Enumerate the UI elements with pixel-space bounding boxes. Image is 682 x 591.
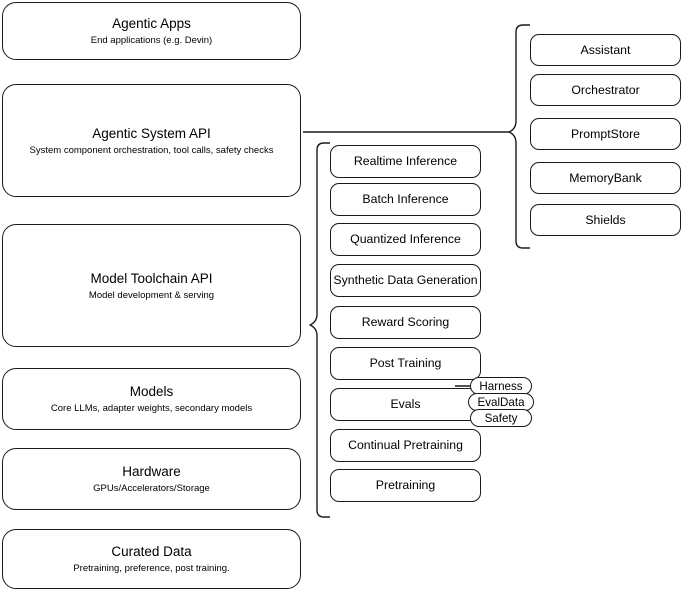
layer-title: Curated Data [111,544,192,559]
toolchain-item-realtime-inference[interactable]: Realtime Inference [330,145,481,178]
layer-title: Agentic Apps [112,16,191,31]
middle-curly-brace [309,142,330,518]
toolchain-item-pretraining[interactable]: Pretraining [330,469,481,502]
toolchain-item-synthetic-data-generation[interactable]: Synthetic Data Generation [330,264,481,297]
item-label: MemoryBank [569,170,642,185]
layer-title: Agentic System API [92,125,211,141]
layer-title: Models [129,384,174,399]
pill-label: EvalData [477,395,525,409]
pill-label: Harness [479,379,523,393]
toolchain-item-reward-scoring[interactable]: Reward Scoring [330,306,481,339]
layer-curated-data[interactable]: Curated Data Pretraining, preference, po… [2,529,301,589]
layer-model-toolchain-api[interactable]: Model Toolchain API Model development & … [2,224,301,347]
layer-subtitle: Core LLMs, adapter weights, secondary mo… [50,403,253,414]
item-label: Shields [585,212,626,227]
layer-agentic-system-api[interactable]: Agentic System API System component orch… [2,84,301,197]
system-component-promptstore[interactable]: PromptStore [530,118,681,150]
item-label: Assistant [580,42,631,57]
toolchain-item-batch-inference[interactable]: Batch Inference [330,183,481,216]
item-label: Batch Inference [362,192,449,206]
toolchain-item-post-training[interactable]: Post Training [330,347,481,380]
item-label: Orchestrator [571,82,640,97]
item-label: PromptStore [570,126,641,141]
layer-title: Model Toolchain API [90,270,213,286]
pill-label: Safety [484,411,518,425]
system-component-orchestrator[interactable]: Orchestrator [530,74,681,106]
eval-pill-evaldata[interactable]: EvalData [468,393,534,411]
layer-models[interactable]: Models Core LLMs, adapter weights, secon… [2,368,301,430]
eval-pill-safety[interactable]: Safety [470,409,532,427]
layer-title: Hardware [122,464,181,479]
item-label: Reward Scoring [361,315,450,329]
item-label: Quantized Inference [350,232,461,246]
layer-subtitle: GPUs/Accelerators/Storage [93,483,210,494]
layer-subtitle: End applications (e.g. Devin) [90,35,213,46]
layer-agentic-apps[interactable]: Agentic Apps End applications (e.g. Devi… [2,2,301,60]
system-component-shields[interactable]: Shields [530,204,681,236]
right-curly-brace [508,24,530,249]
item-label: Pretraining [375,478,436,492]
item-label: Synthetic Data Generation [333,273,478,287]
layer-subtitle: Model development & serving [88,289,215,301]
system-component-memorybank[interactable]: MemoryBank [530,162,681,194]
toolchain-item-quantized-inference[interactable]: Quantized Inference [330,223,481,256]
item-label: Post Training [369,356,442,370]
system-component-assistant[interactable]: Assistant [530,34,681,66]
toolchain-item-continual-pretraining[interactable]: Continual Pretraining [330,429,481,462]
toolchain-item-evals[interactable]: Evals [330,388,481,421]
layer-subtitle: System component orchestration, tool cal… [29,144,274,156]
layer-subtitle: Pretraining, preference, post training. [73,563,230,574]
layer-hardware[interactable]: Hardware GPUs/Accelerators/Storage [2,448,301,510]
item-label: Realtime Inference [353,154,458,168]
item-label: Evals [390,397,421,411]
item-label: Continual Pretraining [348,438,463,452]
